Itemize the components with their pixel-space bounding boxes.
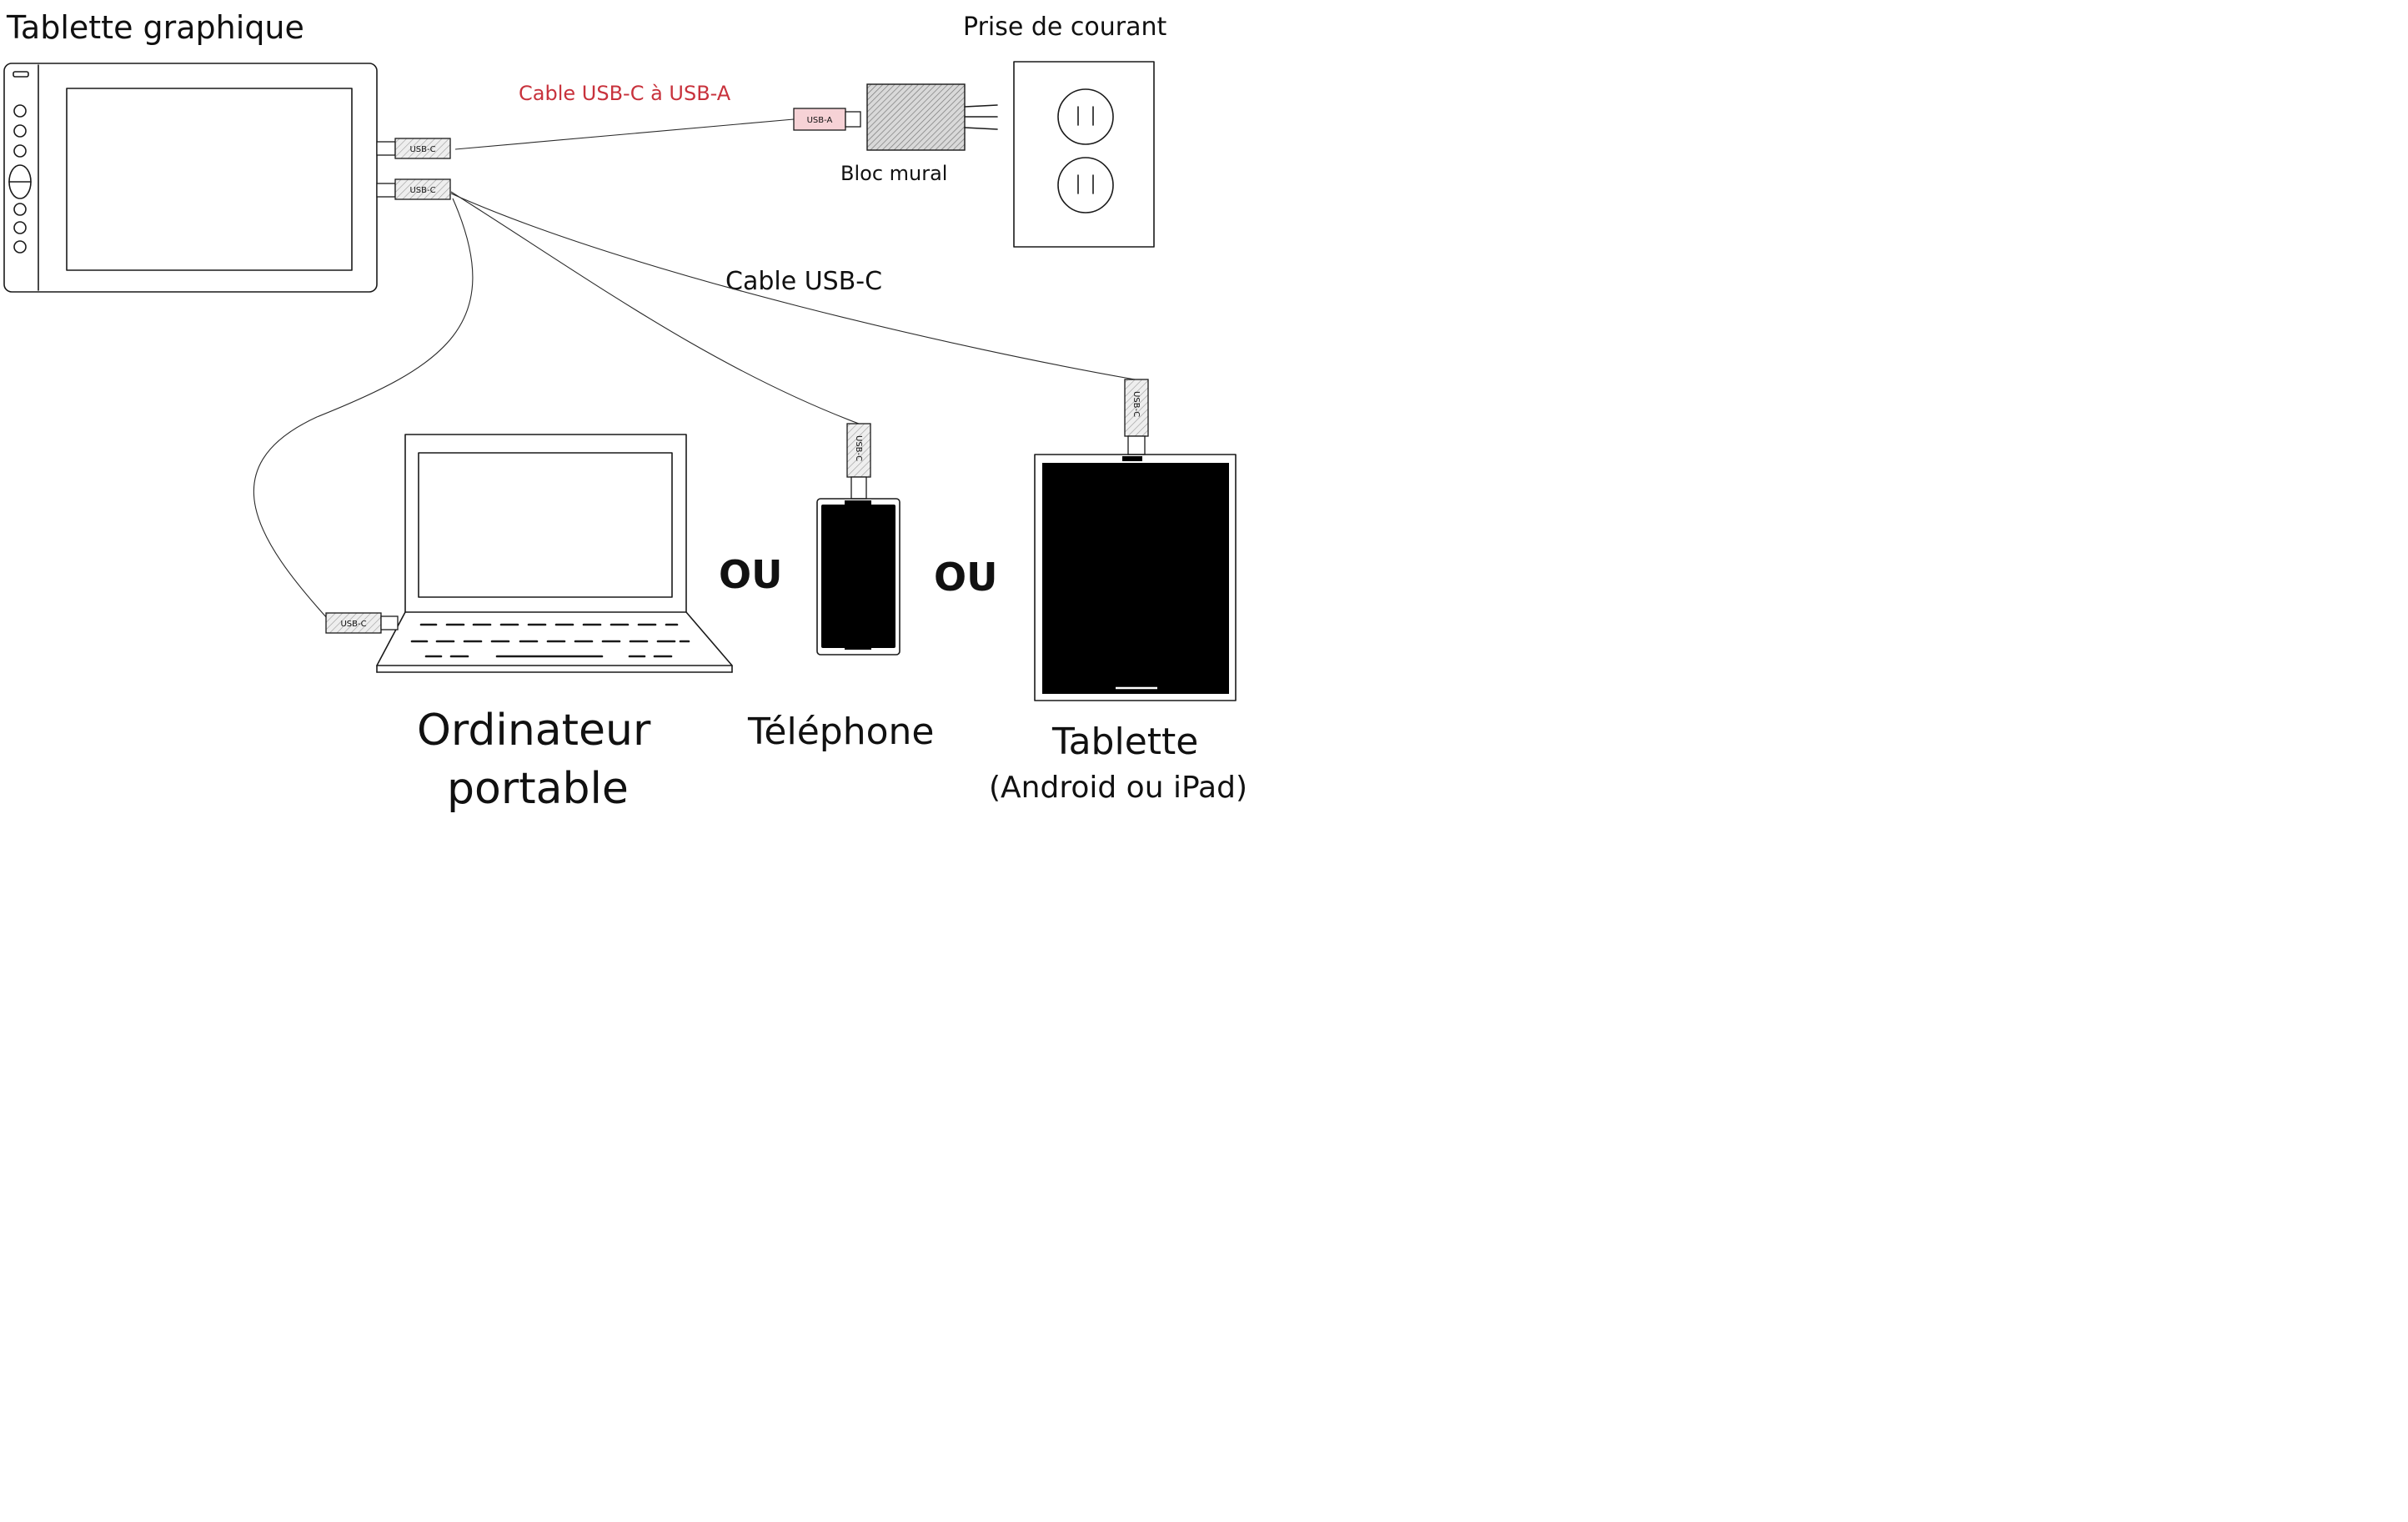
cable-usbc-to-tablet [450, 193, 1136, 380]
phone-usbc-connector: USB-C [846, 423, 871, 500]
tablet-label-line1: Tablette [1051, 721, 1198, 763]
drawing-tablet [3, 63, 378, 293]
svg-text:USB-C: USB-C [854, 435, 863, 461]
usba-connector: USB-A [793, 108, 861, 131]
cable-usbc-label: Cable USB-C [725, 267, 882, 296]
phone-home-bar [845, 645, 871, 650]
connection-diagram: Tablette graphique USB-C USB-C Cable USB… [3, 9, 1247, 814]
cable-usbc-to-laptop [253, 198, 474, 620]
tablet-indicator-light [13, 71, 29, 78]
or-label-1: OU [719, 552, 782, 597]
svg-text:USB-C: USB-C [409, 186, 435, 195]
tablet-screen [1042, 463, 1229, 694]
tablet-usbc-connector: USB-C [1124, 379, 1149, 455]
phone-speaker [845, 500, 871, 505]
laptop [376, 434, 733, 673]
cable-usbc-usba-label: Cable USB-C à USB-A [519, 82, 731, 105]
svg-text:USB-C: USB-C [340, 620, 366, 629]
or-label-2: OU [934, 555, 997, 600]
outlet-socket-bottom [1057, 157, 1114, 213]
phone-screen [821, 505, 895, 648]
laptop-usbc-connector: USB-C [325, 612, 399, 634]
phone-label: Téléphone [747, 711, 934, 753]
cable-usbc-to-phone [450, 191, 860, 424]
tablet [1034, 454, 1237, 701]
outlet-socket-top [1057, 88, 1114, 145]
tablet-usbc-power-connector: USB-C [376, 138, 451, 159]
svg-text:USB-C: USB-C [1131, 391, 1141, 417]
tablet-camera [1122, 456, 1142, 461]
wall-outlet-label: Prise de courant [963, 13, 1166, 42]
svg-text:USB-A: USB-A [807, 116, 833, 125]
laptop-label-line2: portable [447, 764, 629, 814]
wall-block [866, 83, 998, 151]
tablet-express-keys [8, 104, 32, 254]
phone [816, 498, 900, 656]
laptop-label-line1: Ordinateur [417, 706, 651, 756]
wall-outlet [1013, 61, 1155, 248]
tablet-label-line2: (Android ou iPad) [989, 771, 1247, 805]
drawing-tablet-title: Tablette graphique [6, 9, 304, 46]
cable-usbc-usba [454, 118, 795, 150]
wall-block-label: Bloc mural [840, 162, 947, 185]
svg-text:USB-C: USB-C [409, 145, 435, 154]
tablet-usbc-data-connector: USB-C [376, 178, 451, 200]
laptop-keyboard [410, 623, 690, 658]
